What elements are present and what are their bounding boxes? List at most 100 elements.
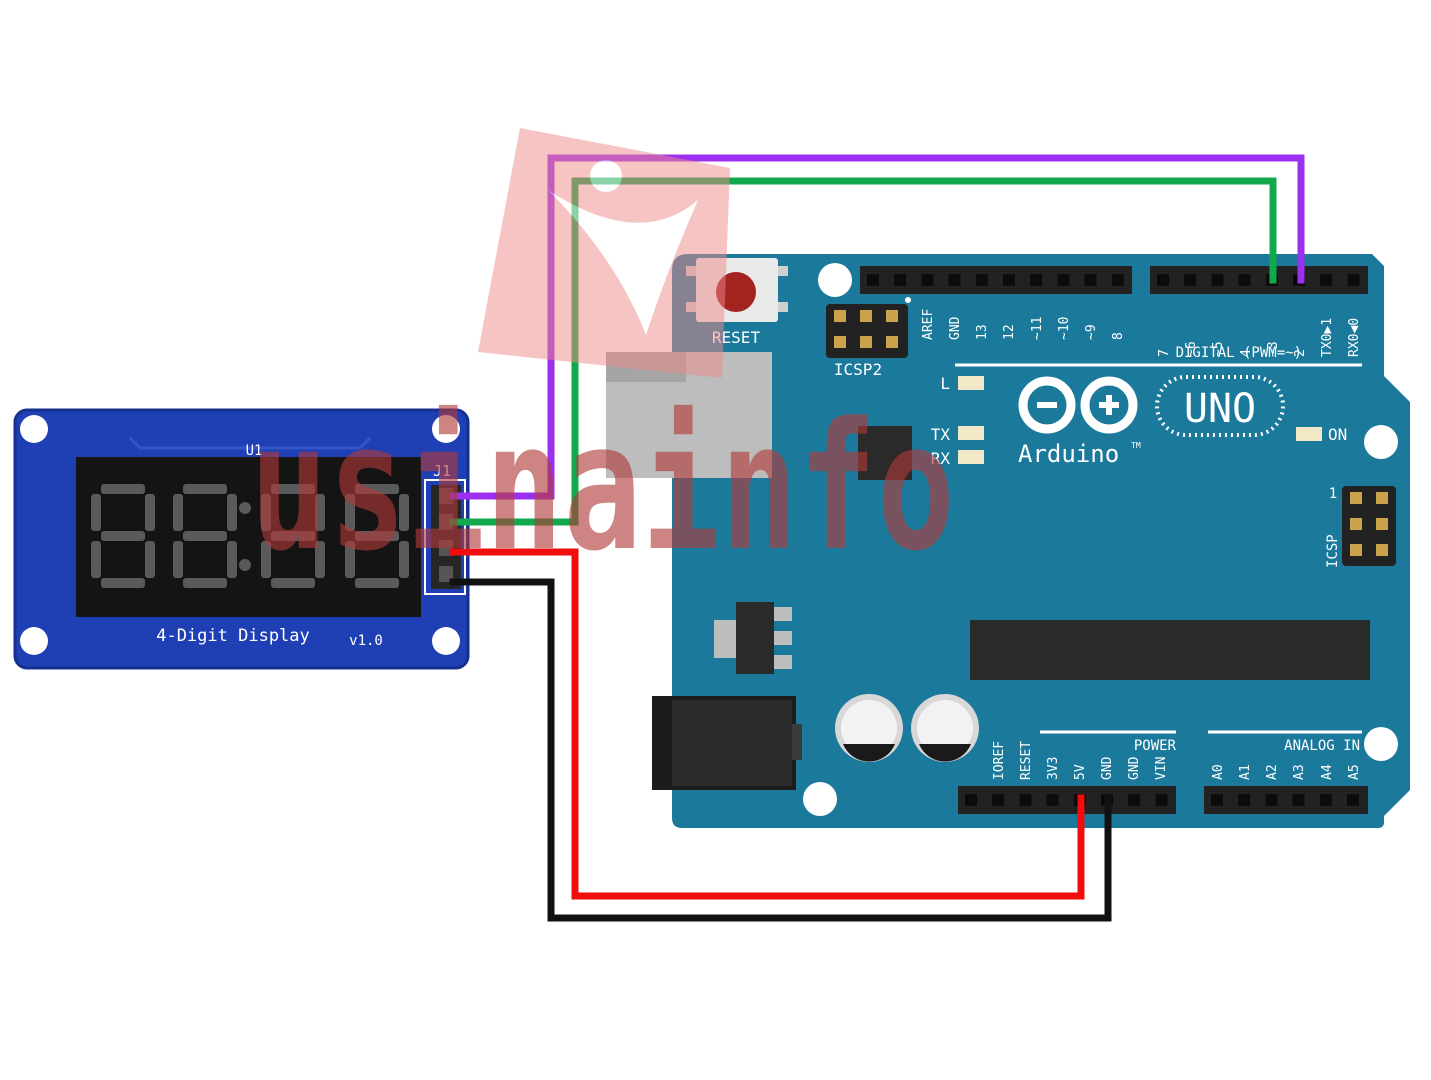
segment <box>355 531 399 541</box>
led-l-label: L <box>940 374 950 393</box>
mount-hole <box>432 627 460 655</box>
header-socket <box>1319 794 1332 806</box>
header-socket <box>921 274 934 286</box>
segment <box>345 541 355 578</box>
header-socket <box>1003 274 1015 286</box>
analog-header <box>1204 786 1368 814</box>
watermark-logo <box>478 128 730 378</box>
segment <box>101 531 145 541</box>
arduino-trademark: TM <box>1131 441 1141 450</box>
pin-label: 12 <box>1002 324 1017 340</box>
pin-label: TX0▶1 <box>1320 318 1335 357</box>
digital-header-right <box>1150 266 1368 294</box>
segment <box>145 541 155 578</box>
segment <box>399 494 409 531</box>
segment <box>271 531 315 541</box>
pin-label: 8 <box>1111 332 1126 340</box>
led-tx-label: TX <box>931 425 951 444</box>
header-socket <box>1265 794 1278 806</box>
header-socket <box>948 274 961 286</box>
pin-label: GND <box>948 316 963 340</box>
segment <box>145 494 155 531</box>
segment <box>261 541 271 578</box>
display-chip-label: U1 <box>246 443 263 459</box>
atmega-chip <box>970 620 1370 680</box>
icsp2-pin1-dot <box>905 297 911 303</box>
led-l <box>958 376 984 390</box>
pin-label: A1 <box>1238 764 1253 780</box>
segment <box>261 494 271 531</box>
colon-dot-bottom <box>239 559 251 571</box>
header-socket <box>1211 274 1224 286</box>
header-socket <box>1046 794 1059 806</box>
arduino-logo <box>1018 376 1138 434</box>
segment <box>227 494 237 531</box>
pin-label: VIN <box>1154 757 1169 780</box>
arduino-brand: Arduino <box>1018 440 1119 468</box>
header-socket <box>1347 794 1359 806</box>
led-tx <box>958 426 984 440</box>
pin-label: 4 <box>1239 349 1254 357</box>
digital-title: DIGITAL (PWM=~) <box>1176 345 1302 361</box>
display-module: U1 J1 4-Digit Display v1.0 <box>13 408 470 670</box>
segment <box>227 541 237 578</box>
segment <box>101 578 145 588</box>
icsp2-label: ICSP2 <box>834 360 882 379</box>
header-socket <box>1155 794 1168 806</box>
segment <box>183 484 227 494</box>
pin-label: A5 <box>1347 764 1362 780</box>
segment <box>173 541 183 578</box>
segment <box>91 541 101 578</box>
uno-badge <box>1155 375 1285 437</box>
segment <box>271 484 315 494</box>
mount-hole <box>20 627 48 655</box>
header-socket <box>975 274 988 286</box>
pin-label: ~3 <box>1266 341 1281 357</box>
wire-black-gnd <box>449 578 1112 922</box>
header-socket <box>1320 274 1333 286</box>
header-socket <box>1128 794 1141 806</box>
pin-label: RESET <box>1019 741 1034 780</box>
header-socket <box>1292 794 1305 806</box>
mount-hole <box>803 782 837 816</box>
header-socket <box>992 794 1005 806</box>
segment <box>183 578 227 588</box>
header-socket <box>1111 274 1124 286</box>
pin-label: A4 <box>1320 764 1335 780</box>
pin-label: A3 <box>1292 764 1307 780</box>
pin-label: 5V <box>1073 764 1088 780</box>
pin-label: ~10 <box>1057 317 1072 340</box>
segment <box>91 494 101 531</box>
segment <box>355 578 399 588</box>
pin-label: A0 <box>1211 764 1226 780</box>
pin-label: RX0◀0 <box>1347 318 1362 357</box>
dc-power-jack <box>652 696 802 790</box>
mount-hole <box>1364 727 1398 761</box>
header-socket <box>1184 274 1197 286</box>
arduino-pcb <box>672 254 1410 828</box>
header-socket <box>1347 274 1360 286</box>
segment <box>101 484 145 494</box>
watermark-text: usinainfo <box>250 385 955 590</box>
header-socket <box>1084 274 1097 286</box>
seven-segment-digits <box>91 484 409 588</box>
header-socket <box>1238 274 1251 286</box>
segment <box>271 578 315 588</box>
pin-label: GND <box>1127 756 1142 780</box>
digital-header-left <box>860 266 1132 294</box>
pcb-trace <box>128 436 372 450</box>
mount-hole <box>20 415 48 443</box>
analog-title: ANALOG IN <box>1284 738 1360 754</box>
segment <box>173 494 183 531</box>
header-socket <box>1157 274 1169 286</box>
header-socket <box>1238 794 1251 806</box>
pin-label: 7 <box>1157 349 1172 357</box>
power-header <box>958 786 1176 814</box>
segment <box>399 541 409 578</box>
pin-label: GND <box>1100 756 1115 780</box>
uno-label: UNO <box>1184 386 1256 432</box>
